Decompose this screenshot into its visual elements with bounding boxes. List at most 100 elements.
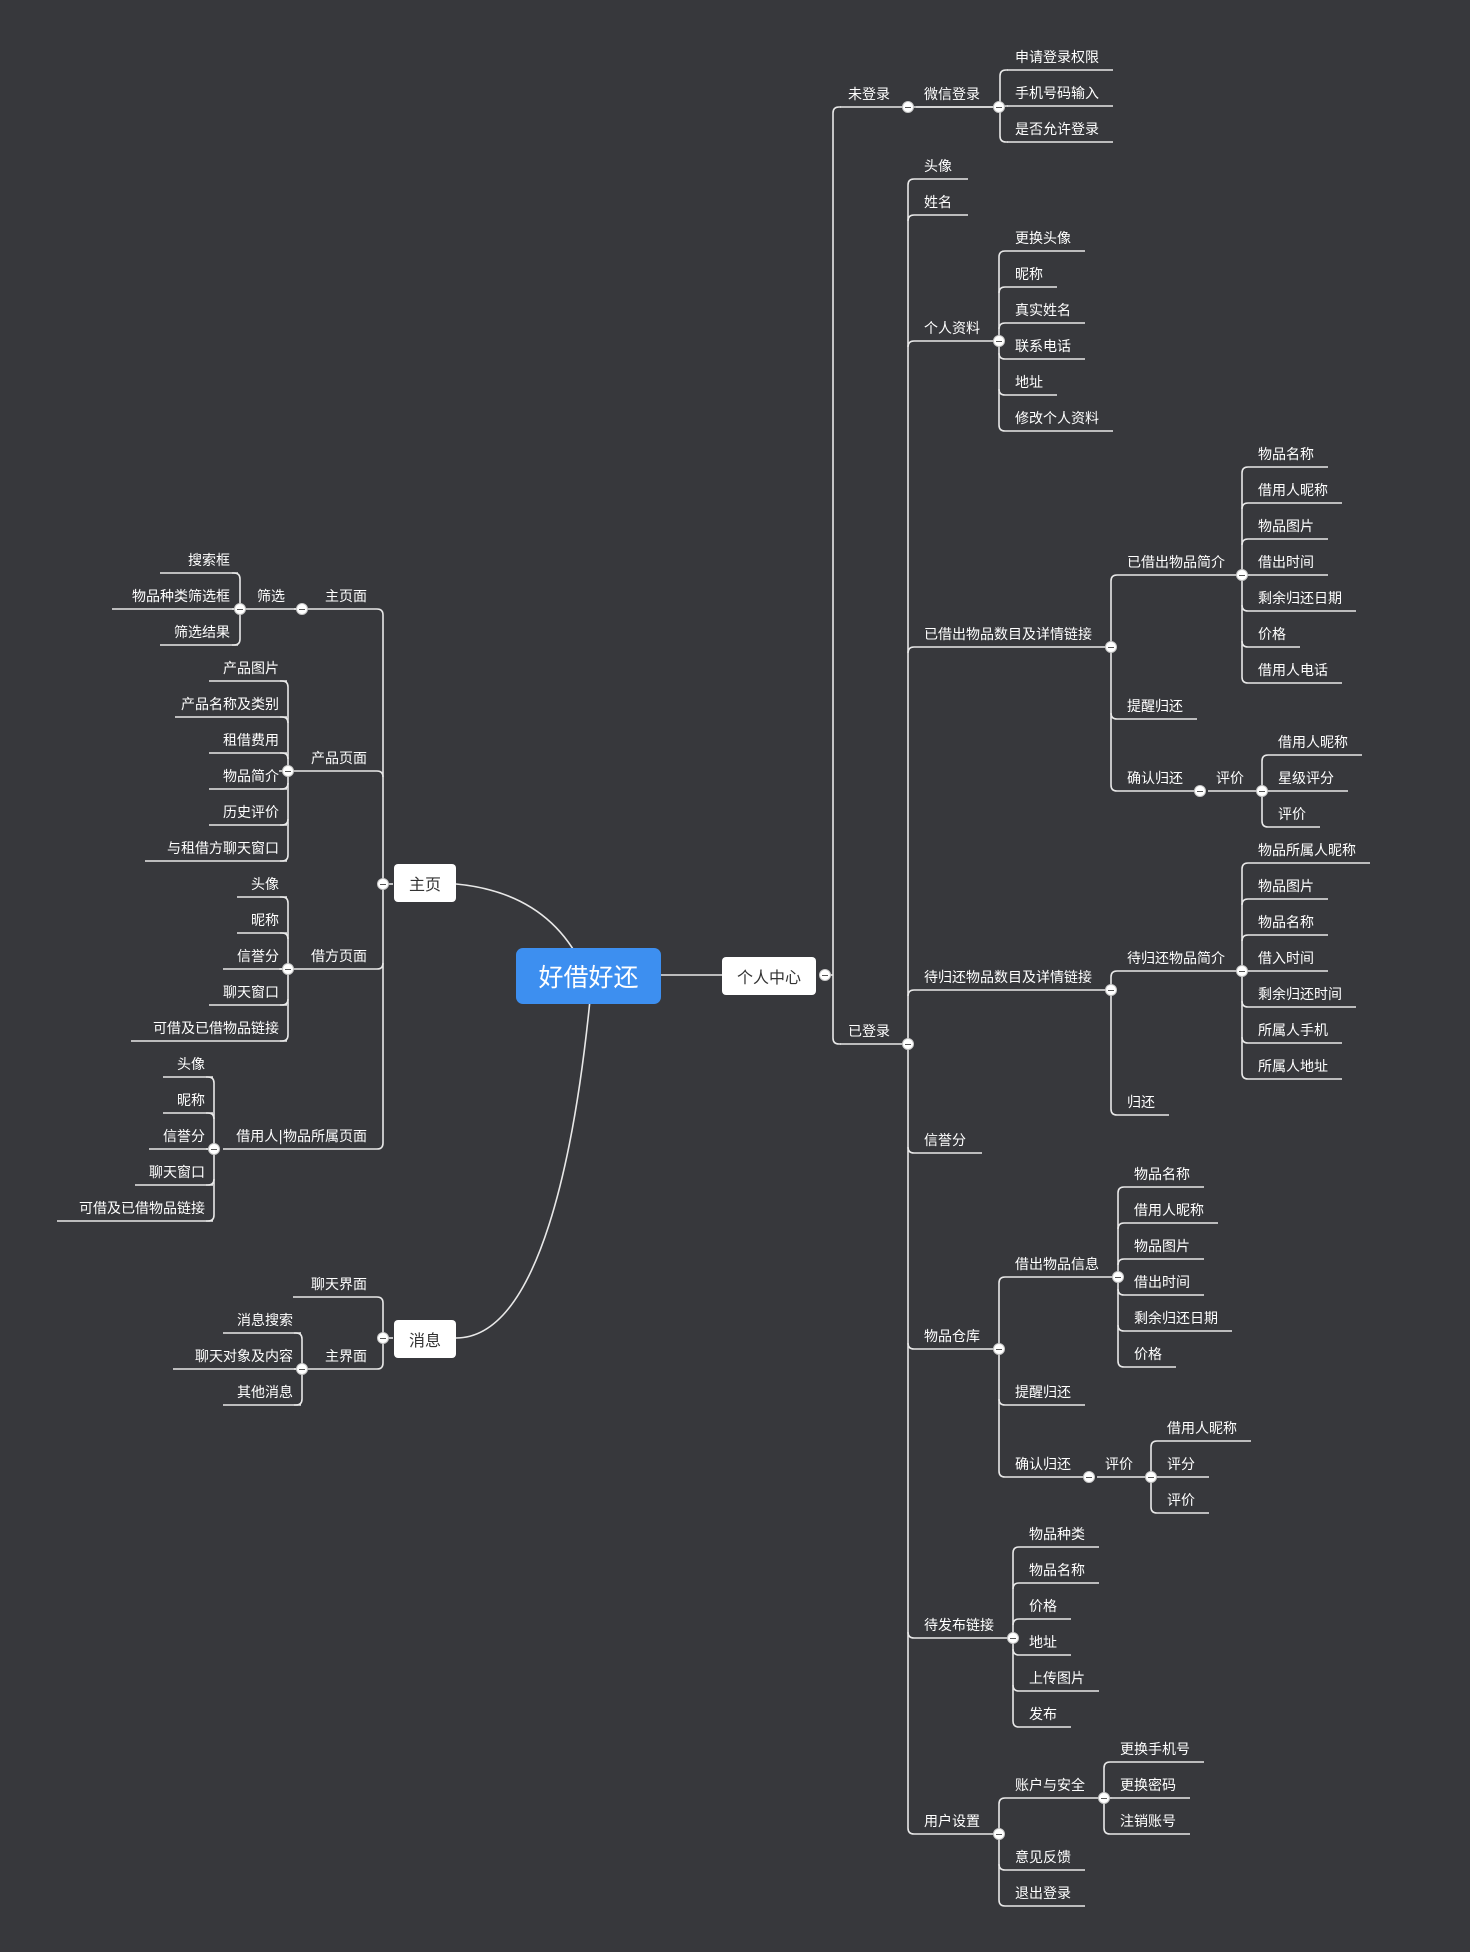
topic-label[interactable]: 确认归还 <box>1127 771 1183 787</box>
topic-label[interactable]: 主界面 <box>325 1349 367 1365</box>
topic-label[interactable]: 其他消息 <box>237 1385 293 1401</box>
topic-label[interactable]: 可借及已借物品链接 <box>153 1021 279 1037</box>
topic-label[interactable]: 评价 <box>1105 1457 1133 1473</box>
topic-label[interactable]: 昵称 <box>177 1093 205 1109</box>
topic-label[interactable]: 信誉分 <box>924 1133 966 1149</box>
collapse-toggle-icon[interactable] <box>993 101 1005 113</box>
topic-label[interactable]: 剩余归还日期 <box>1258 591 1342 607</box>
topic-label[interactable]: 微信登录 <box>924 87 980 103</box>
topic-label[interactable]: 租借费用 <box>223 733 279 749</box>
topic-label[interactable]: 物品仓库 <box>924 1329 980 1345</box>
collapse-toggle-icon[interactable] <box>1194 785 1206 797</box>
topic-label[interactable]: 物品名称 <box>1258 915 1314 931</box>
topic-label[interactable]: 剩余归还日期 <box>1134 1311 1218 1327</box>
central-topic[interactable]: 好借好还 <box>516 948 661 1004</box>
topic-label[interactable]: 剩余归还时间 <box>1258 987 1342 1003</box>
topic-label[interactable]: 地址 <box>1015 375 1043 391</box>
topic-label[interactable]: 物品名称 <box>1134 1167 1190 1183</box>
topic-label[interactable]: 借入时间 <box>1258 951 1314 967</box>
topic-label[interactable]: 确认归还 <box>1015 1457 1071 1473</box>
topic-label[interactable]: 聊天对象及内容 <box>195 1349 293 1365</box>
topic-label[interactable]: 是否允许登录 <box>1015 122 1099 138</box>
collapse-toggle-icon[interactable] <box>1256 785 1268 797</box>
topic-label[interactable]: 聊天界面 <box>311 1277 367 1293</box>
topic-label[interactable]: 借用人电话 <box>1258 663 1328 679</box>
main-topic-personal-center[interactable]: 个人中心 <box>722 957 816 995</box>
topic-label[interactable]: 星级评分 <box>1278 771 1334 787</box>
topic-label[interactable]: 昵称 <box>1015 267 1043 283</box>
topic-label[interactable]: 评价 <box>1278 807 1306 823</box>
collapse-toggle-icon[interactable] <box>1236 569 1248 581</box>
topic-label[interactable]: 物品所属人昵称 <box>1258 843 1356 859</box>
collapse-toggle-icon[interactable] <box>377 878 389 890</box>
topic-label[interactable]: 信誉分 <box>237 949 279 965</box>
topic-label[interactable]: 头像 <box>177 1057 205 1073</box>
collapse-toggle-icon[interactable] <box>1112 1271 1124 1283</box>
collapse-toggle-icon[interactable] <box>1098 1792 1110 1804</box>
topic-label[interactable]: 注销账号 <box>1120 1814 1176 1830</box>
main-topic-home[interactable]: 主页 <box>394 864 456 902</box>
topic-label[interactable]: 已借出物品数目及详情链接 <box>924 627 1092 643</box>
topic-label[interactable]: 物品图片 <box>1258 519 1314 535</box>
topic-label[interactable]: 退出登录 <box>1015 1886 1071 1902</box>
topic-label[interactable]: 借出时间 <box>1134 1275 1190 1291</box>
collapse-toggle-icon[interactable] <box>902 1038 914 1050</box>
collapse-toggle-icon[interactable] <box>1236 965 1248 977</box>
topic-label[interactable]: 借用人昵称 <box>1278 735 1348 751</box>
collapse-toggle-icon[interactable] <box>993 1828 1005 1840</box>
topic-label[interactable]: 所属人地址 <box>1258 1059 1328 1075</box>
collapse-toggle-icon[interactable] <box>282 765 294 777</box>
collapse-toggle-icon[interactable] <box>1145 1471 1157 1483</box>
topic-label[interactable]: 产品图片 <box>223 661 279 677</box>
topic-label[interactable]: 物品名称 <box>1029 1563 1085 1579</box>
topic-label[interactable]: 头像 <box>251 877 279 893</box>
topic-label[interactable]: 用户设置 <box>924 1814 980 1830</box>
topic-label[interactable]: 待归还物品简介 <box>1127 951 1225 967</box>
topic-label[interactable]: 消息搜索 <box>237 1313 293 1329</box>
topic-label[interactable]: 筛选结果 <box>174 625 230 641</box>
topic-label[interactable]: 已借出物品简介 <box>1127 555 1225 571</box>
topic-label[interactable]: 更换手机号 <box>1120 1742 1190 1758</box>
collapse-toggle-icon[interactable] <box>296 603 308 615</box>
collapse-toggle-icon[interactable] <box>208 1143 220 1155</box>
collapse-toggle-icon[interactable] <box>296 1363 308 1375</box>
topic-label[interactable]: 借方页面 <box>311 949 367 965</box>
topic-label[interactable]: 已登录 <box>848 1024 890 1040</box>
topic-label[interactable]: 历史评价 <box>223 805 279 821</box>
collapse-toggle-icon[interactable] <box>234 603 246 615</box>
collapse-toggle-icon[interactable] <box>819 969 831 981</box>
collapse-toggle-icon[interactable] <box>902 101 914 113</box>
topic-label[interactable]: 价格 <box>1029 1599 1057 1615</box>
topic-label[interactable]: 更换头像 <box>1015 231 1071 247</box>
topic-label[interactable]: 评价 <box>1216 771 1244 787</box>
topic-label[interactable]: 借出时间 <box>1258 555 1314 571</box>
topic-label[interactable]: 搜索框 <box>188 553 230 569</box>
topic-label[interactable]: 申请登录权限 <box>1015 50 1099 66</box>
topic-label[interactable]: 真实姓名 <box>1015 303 1071 319</box>
topic-label[interactable]: 借用人昵称 <box>1167 1421 1237 1437</box>
topic-label[interactable]: 借用人昵称 <box>1134 1203 1204 1219</box>
collapse-toggle-icon[interactable] <box>282 963 294 975</box>
topic-label[interactable]: 主页面 <box>325 589 367 605</box>
topic-label[interactable]: 昵称 <box>251 913 279 929</box>
topic-label[interactable]: 归还 <box>1127 1095 1155 1111</box>
topic-label[interactable]: 筛选 <box>257 589 285 605</box>
topic-label[interactable]: 物品种类 <box>1029 1527 1085 1543</box>
topic-label[interactable]: 产品名称及类别 <box>181 697 279 713</box>
topic-label[interactable]: 待归还物品数目及详情链接 <box>924 970 1092 986</box>
topic-label[interactable]: 借用人|物品所属页面 <box>236 1129 367 1145</box>
topic-label[interactable]: 提醒归还 <box>1127 699 1183 715</box>
collapse-toggle-icon[interactable] <box>993 1343 1005 1355</box>
topic-label[interactable]: 账户与安全 <box>1015 1778 1085 1794</box>
topic-label[interactable]: 信誉分 <box>163 1129 205 1145</box>
topic-label[interactable]: 价格 <box>1258 627 1286 643</box>
topic-label[interactable]: 上传图片 <box>1029 1671 1085 1687</box>
topic-label[interactable]: 发布 <box>1029 1707 1057 1723</box>
topic-label[interactable]: 物品图片 <box>1258 879 1314 895</box>
topic-label[interactable]: 待发布链接 <box>924 1618 994 1634</box>
topic-label[interactable]: 评价 <box>1167 1493 1195 1509</box>
topic-label[interactable]: 所属人手机 <box>1258 1023 1328 1039</box>
main-topic-messages[interactable]: 消息 <box>394 1320 456 1358</box>
collapse-toggle-icon[interactable] <box>377 1332 389 1344</box>
topic-label[interactable]: 头像 <box>924 159 952 175</box>
